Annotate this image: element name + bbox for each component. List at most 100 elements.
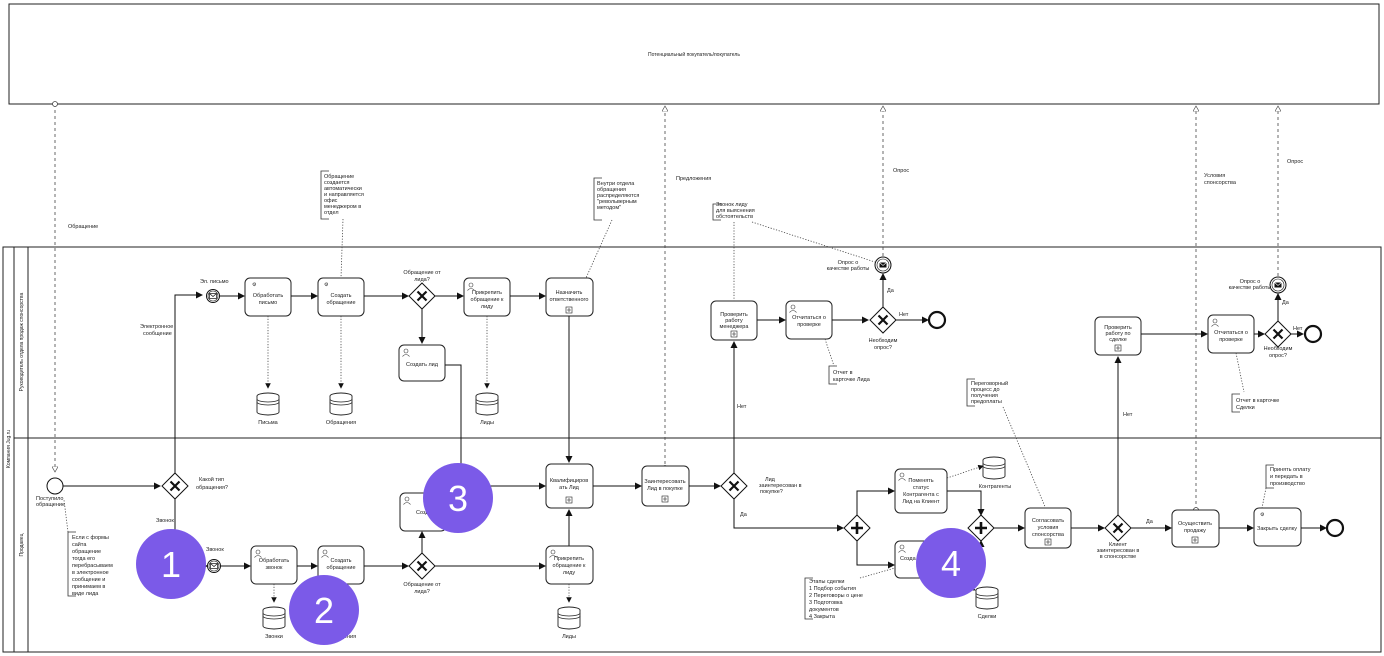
msg-usloviya-1: Условия <box>1204 173 1225 179</box>
badge-4: 4 <box>916 528 986 598</box>
note-payment: Принять оплату и передать в производство <box>1270 467 1311 487</box>
customer-pool-label: Потенциальный покупатель/покупатель <box>648 51 740 58</box>
call-event-label: Звонок <box>206 547 224 553</box>
svg-text:покупке?: покупке? <box>760 489 783 495</box>
svg-text:Нет: Нет <box>737 404 747 410</box>
start-label-1: Поступило <box>36 496 63 502</box>
svg-text:Опрос о: Опрос о <box>838 260 859 266</box>
svg-text:в спонсорстве: в спонсорстве <box>1100 554 1136 560</box>
svg-text:Лиды: Лиды <box>562 634 576 640</box>
note-deal-card-1: Отчет в карточке <box>1236 398 1279 404</box>
task-close-deal[interactable] <box>1253 507 1302 547</box>
note-lead-card-2: карточке Лида <box>833 377 871 383</box>
electronic-msg-1: Электронное <box>140 324 173 330</box>
svg-text:проверке: проверке <box>797 322 821 328</box>
svg-text:Лиды: Лиды <box>480 420 494 426</box>
svg-text:Письма: Письма <box>258 420 278 426</box>
svg-text:Звонки: Звонки <box>265 634 283 640</box>
svg-text:Лид на Клиент: Лид на Клиент <box>902 499 940 505</box>
note-lead-card-1: Отчет в <box>833 370 853 376</box>
svg-text:2: 2 <box>314 590 334 631</box>
svg-text:Да: Да <box>740 512 748 518</box>
svg-text:виде лида: виде лида <box>72 591 99 597</box>
svg-text:предоплаты: предоплаты <box>971 399 1002 405</box>
svg-text:Заинтересовать: Заинтересовать <box>644 479 685 485</box>
svg-text:Нет: Нет <box>1293 326 1303 332</box>
svg-text:Создать лид: Создать лид <box>406 362 439 368</box>
gw-type-1: Какой тип <box>199 476 224 483</box>
svg-text:Опрос о: Опрос о <box>1240 279 1261 285</box>
svg-text:Нет: Нет <box>899 312 909 318</box>
svg-text:перебрасываем: перебрасываем <box>72 563 113 569</box>
customer-pool <box>8 3 1380 105</box>
task-create-lead-mgr[interactable] <box>398 344 446 382</box>
svg-text:Поменять: Поменять <box>908 478 933 484</box>
svg-text:Обработать: Обработать <box>259 558 290 564</box>
store-leads-mgr <box>475 392 499 416</box>
svg-text:лиду: лиду <box>563 570 575 576</box>
svg-text:распределяются: распределяются <box>597 193 639 199</box>
svg-text:письмо: письмо <box>259 300 278 306</box>
svg-text:Необходим: Необходим <box>1264 346 1293 352</box>
svg-text:принимаем в: принимаем в <box>72 584 105 590</box>
email-event-label: Эл. письмо <box>200 279 229 285</box>
note-deal-card-2: Сделки <box>1236 405 1255 411</box>
svg-text:опрос?: опрос? <box>1269 353 1287 359</box>
svg-text:сообщение и: сообщение и <box>72 577 105 583</box>
store-letters <box>256 392 280 416</box>
svg-text:Да: Да <box>887 288 895 294</box>
svg-text:Квалифициров: Квалифициров <box>550 478 588 484</box>
company-pool <box>2 246 1382 653</box>
svg-text:менеджера: менеджера <box>720 324 750 330</box>
svg-text:Проверить: Проверить <box>1104 325 1132 331</box>
start-label-2: обращение <box>36 502 65 508</box>
svg-text:и направляется: и направляется <box>324 192 364 198</box>
task-check-deal[interactable] <box>1094 316 1142 356</box>
svg-text:Отчитаться о: Отчитаться о <box>1214 330 1248 336</box>
svg-text:Обращения: Обращения <box>326 420 356 426</box>
note-dept: Внутри отдела обращения распределяются "… <box>597 181 639 211</box>
svg-text:обращение: обращение <box>72 549 101 555</box>
svg-text:обращение к: обращение к <box>471 297 505 303</box>
task-change-status[interactable] <box>894 468 948 514</box>
svg-text:Прикрепить: Прикрепить <box>472 290 502 296</box>
svg-text:Этапы сделки: Этапы сделки <box>809 579 844 585</box>
note-call: Звонок лиду для выяснения обстоятельств <box>716 202 755 220</box>
svg-text:ответственного: ответственного <box>550 297 589 303</box>
svg-text:звонок: звонок <box>266 565 284 571</box>
svg-text:2 Переговоры о цене: 2 Переговоры о цене <box>809 593 863 599</box>
svg-text:Созда: Созда <box>900 556 917 562</box>
svg-text:⚙: ⚙ <box>252 282 257 288</box>
end-event-2 <box>1303 324 1323 344</box>
svg-text:спонсорства: спонсорства <box>1032 532 1065 538</box>
svg-text:обстоятельств: обстоятельств <box>716 214 753 220</box>
svg-text:работу по: работу по <box>1105 331 1130 337</box>
svg-text:Сделки: Сделки <box>978 614 997 620</box>
svg-text:Осуществить: Осуществить <box>1178 521 1212 527</box>
svg-text:получения: получения <box>971 393 998 399</box>
svg-text:офис: офис <box>324 198 338 204</box>
svg-text:автоматически: автоматически <box>324 186 362 192</box>
task-attach-request-sales[interactable] <box>545 545 594 585</box>
msg-obrashenie: Обращение <box>68 224 98 230</box>
svg-text:Согласовать: Согласовать <box>1032 518 1064 524</box>
svg-text:Да: Да <box>1146 519 1154 525</box>
svg-text:Переговорный: Переговорный <box>971 380 1008 387</box>
start-event[interactable] <box>46 477 64 495</box>
svg-text:Да: Да <box>1282 300 1290 306</box>
svg-text:условия: условия <box>1038 525 1059 531</box>
call-label: Звонок <box>156 518 174 524</box>
svg-text:продажу: продажу <box>1184 528 1206 534</box>
svg-text:статус: статус <box>913 485 929 491</box>
badge-1: 1 <box>136 529 206 599</box>
svg-text:Отчитаться о: Отчитаться о <box>792 315 826 321</box>
lane-manager-label: Руководитель отдела продаж спонсорства <box>19 292 25 391</box>
note-stages: Этапы сделки 1 Подбор события 2 Перегово… <box>809 579 863 620</box>
svg-text:Контрагенты: Контрагенты <box>979 484 1011 490</box>
svg-text:обращение: обращение <box>326 565 355 571</box>
svg-text:Создать: Создать <box>331 558 352 564</box>
svg-text:"револьверным: "револьверным <box>597 199 637 205</box>
svg-text:4 Закрыта: 4 Закрыта <box>809 614 836 620</box>
svg-text:Если с формы: Если с формы <box>72 535 109 541</box>
svg-text:производство: производство <box>1270 481 1305 487</box>
